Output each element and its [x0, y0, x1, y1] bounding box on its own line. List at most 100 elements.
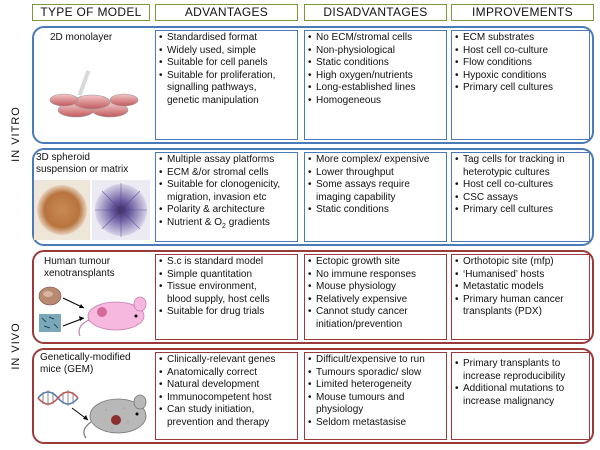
imp-item: Additional mutations to [455, 383, 586, 396]
imp-item: ‘Humanised’ hosts [455, 269, 586, 282]
advantages-2d: Standardised format Widely used, simple … [155, 30, 298, 140]
imp-item: Tag cells for tracking in [455, 154, 586, 167]
imp-item: CSC assays [455, 192, 586, 205]
dis-item: Tumours sporadic/ slow [308, 367, 443, 380]
dis-item: Limited heterogeneity [308, 379, 443, 392]
adv-item: ECM &/or stromal cells [159, 167, 294, 180]
imp-item: Primary transplants to [455, 358, 586, 371]
dis-item: More complex/ expensive [308, 154, 443, 167]
model-name-line: xenotransplants [44, 268, 115, 279]
dis-item: Non-physiological [308, 45, 443, 58]
model-name-line: mice (GEM) [40, 364, 94, 375]
header-type-of-model: TYPE OF MODEL [32, 4, 150, 21]
imp-item: Flow conditions [455, 57, 586, 70]
xenograft-mouse-illustration [36, 282, 152, 340]
petri-dishes-illustration [44, 70, 144, 125]
model-name-line: Human tumour [44, 256, 111, 267]
dis-item-cont: initiation/prevention [316, 318, 403, 330]
imp-item: Primary cell cultures [455, 82, 586, 95]
dis-item: Mouse tumours and [308, 392, 443, 405]
imp-item: Host cell co-cultures [455, 179, 586, 192]
model-name-line: suspension or matrix [36, 164, 129, 175]
improvements-gem: Primary transplants to increase reproduc… [451, 352, 590, 440]
advantages-3d: Multiple assay platforms ECM &/or stroma… [155, 152, 298, 242]
adv-item: Immunocompetent host [159, 392, 294, 405]
adv-item-cont: prevention and therapy [167, 416, 270, 428]
model-name-3d: 3D spheroid suspension or matrix [36, 152, 128, 176]
imp-item-cont: increase reproducibility [463, 370, 566, 382]
dis-item-cont: physiology [316, 404, 364, 416]
dis-item: Relatively expensive [308, 294, 443, 307]
imp-item: Orthotopic site (mfp) [455, 256, 586, 269]
spheroid-images [34, 180, 150, 240]
in-vivo-label: IN VIVO [10, 322, 22, 370]
disadvantages-xeno: Ectopic growth site No immune responses … [304, 254, 447, 340]
dis-item: Ectopic growth site [308, 256, 443, 269]
imp-item: Host cell co-culture [455, 45, 586, 58]
dis-item: Static conditions [308, 57, 443, 70]
imp-item: Primary human cancer [455, 294, 586, 307]
adv-item: Clinically-relevant genes [159, 354, 294, 367]
in-vivo-row-gem-frame [32, 348, 594, 444]
dis-item-cont: imaging capability [316, 191, 396, 203]
dis-item: High oxygen/nutrients [308, 70, 443, 83]
adv-item: Anatomically correct [159, 367, 294, 380]
adv-item: Nutrient & O2 gradients [159, 217, 294, 234]
imp-item: ECM substrates [455, 32, 586, 45]
dis-item: Some assays require [308, 179, 443, 192]
dis-item: Static conditions [308, 204, 443, 217]
header-advantages: ADVANTAGES [155, 4, 298, 21]
gem-mouse-illustration [36, 378, 152, 440]
advantages-xeno: S.c is standard model Simple quantitatio… [155, 254, 298, 340]
adv-item: S.c is standard model [159, 256, 294, 269]
disadvantages-2d: No ECM/stromal cells Non-physiological S… [304, 30, 447, 140]
dis-item: Lower throughput [308, 167, 443, 180]
disadvantages-gem: Difficult/expensive to run Tumours spora… [304, 352, 447, 440]
in-vivo-row-xeno-frame [32, 250, 594, 344]
improvements-2d: ECM substrates Host cell co-culture Flow… [451, 30, 590, 140]
imp-item-cont: transplants (PDX) [463, 306, 542, 318]
adv-item-cont: blood supply, host cells [167, 293, 270, 305]
adv-item: Multiple assay platforms [159, 154, 294, 167]
dis-item: Seldom metastasise [308, 417, 443, 430]
disadvantages-3d: More complex/ expensive Lower throughput… [304, 152, 447, 242]
adv-item-cont: signalling pathways, [167, 82, 257, 94]
dis-item: Difficult/expensive to run [308, 354, 443, 367]
in-vitro-row-3d-frame [32, 148, 594, 246]
imp-item: Metastatic models [455, 281, 586, 294]
model-name-gem: Genetically-modified mice (GEM) [40, 352, 131, 376]
imp-item-cont: heterotypic cultures [463, 166, 550, 178]
dis-item: Mouse physiology [308, 281, 443, 294]
improvements-3d: Tag cells for tracking in heterotypic cu… [451, 152, 590, 242]
imp-item: Primary cell cultures [455, 204, 586, 217]
adv-item: Widely used, simple [159, 45, 294, 58]
adv-item: Can study initiation, [159, 404, 294, 417]
model-name-xeno: Human tumour xenotransplants [44, 256, 115, 280]
header-disadvantages: DISADVANTAGES [304, 4, 447, 21]
adv-item: Polarity & architecture [159, 204, 294, 217]
dis-item: No ECM/stromal cells [308, 32, 443, 45]
dis-item: Cannot study cancer [308, 306, 443, 319]
dis-item: No immune responses [308, 269, 443, 282]
adv-item: Suitable for drug trials [159, 306, 294, 319]
adv-item-cont: genetic manipulation [167, 94, 259, 106]
header-improvements: IMPROVEMENTS [451, 4, 594, 21]
in-vitro-label: IN VITRO [10, 106, 22, 162]
dis-item: Long-established lines [308, 82, 443, 95]
advantages-gem: Clinically-relevant genes Anatomically c… [155, 352, 298, 440]
model-name-line: 3D spheroid [36, 152, 90, 163]
adv-item-cont: migration, invasion etc [167, 191, 267, 203]
adv-item: Standardised format [159, 32, 294, 45]
adv-item: Natural development [159, 379, 294, 392]
in-vitro-row-2d-frame [32, 26, 594, 144]
adv-item: Suitable for proliferation, [159, 70, 294, 83]
improvements-xeno: Orthotopic site (mfp) ‘Humanised’ hosts … [451, 254, 590, 340]
adv-item: Simple quantitation [159, 269, 294, 282]
model-name-line: Genetically-modified [40, 352, 131, 363]
imp-item: Hypoxic conditions [455, 70, 586, 83]
adv-item: Suitable for cell panels [159, 57, 294, 70]
model-name-2d: 2D monolayer [50, 32, 113, 43]
adv-item: Tissue environment, [159, 281, 294, 294]
imp-item-cont: increase malignancy [463, 395, 555, 407]
adv-item: Suitable for clonogenicity, [159, 179, 294, 192]
